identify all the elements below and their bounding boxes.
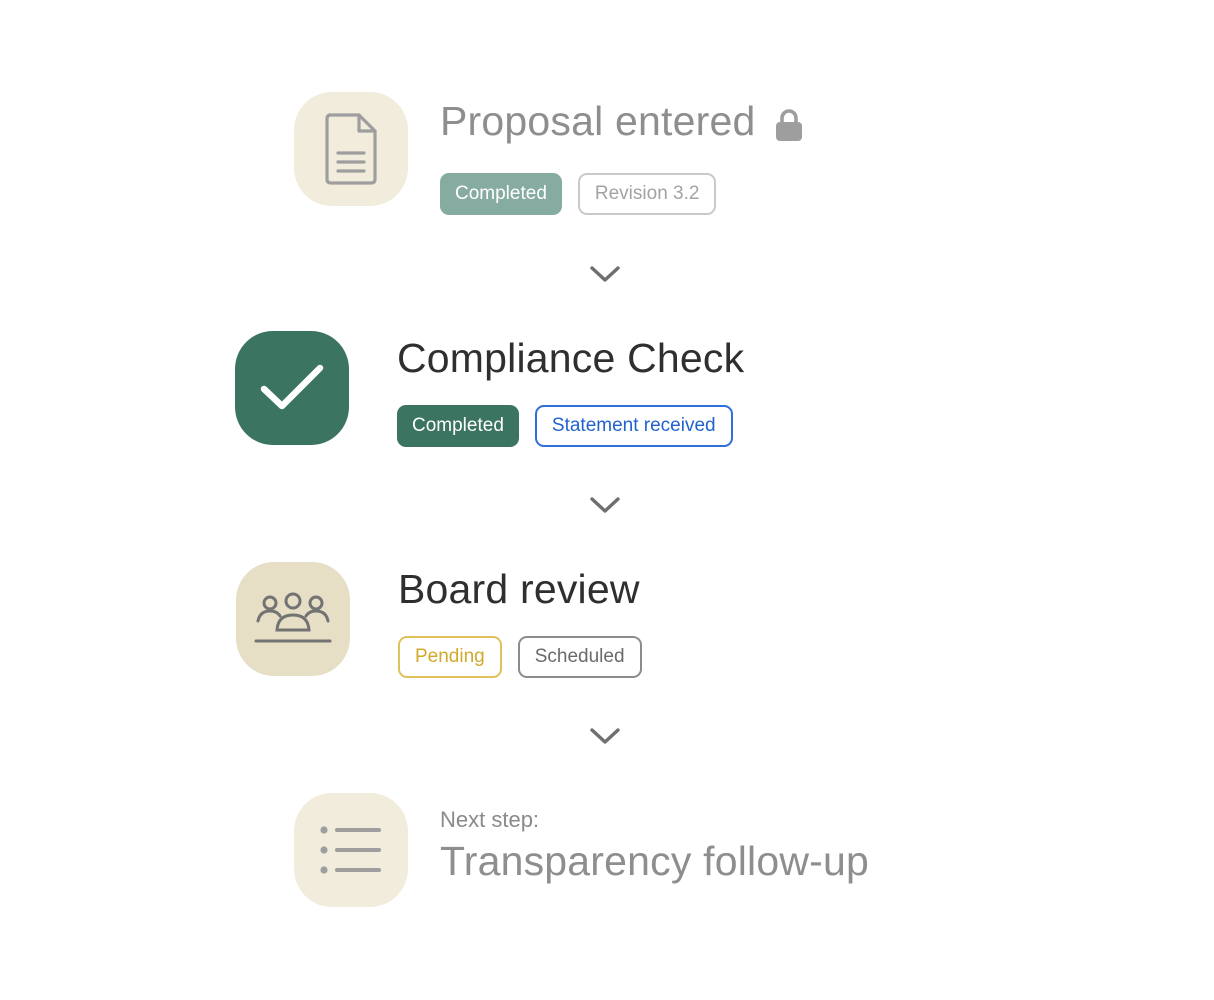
status-badges: Completed Revision 3.2 [440,173,717,215]
schedule-badge: Scheduled [517,636,642,678]
status-badges: Pending Scheduled [398,636,642,678]
checkmark-icon [235,331,349,445]
list-icon [294,793,408,907]
group-icon [236,562,350,676]
next-step-label: Next step: [440,807,540,832]
status-badges: Completed Statement received [397,405,733,447]
status-badge: Pending [398,636,502,678]
revision-badge: Revision 3.2 [577,173,717,215]
statement-badge: Statement received [534,405,733,447]
status-badge: Completed [440,173,562,215]
lock-icon [775,108,803,147]
step-title: Proposal entered [440,98,756,144]
status-badge: Completed [397,405,519,447]
step-title: Board review [398,566,640,612]
step-title: Compliance Check [397,335,745,381]
chevron-down-icon [590,497,620,513]
document-icon [294,92,408,206]
chevron-down-icon [590,728,620,744]
chevron-down-icon [590,266,620,282]
step-title: Transparency follow-up [440,838,870,884]
